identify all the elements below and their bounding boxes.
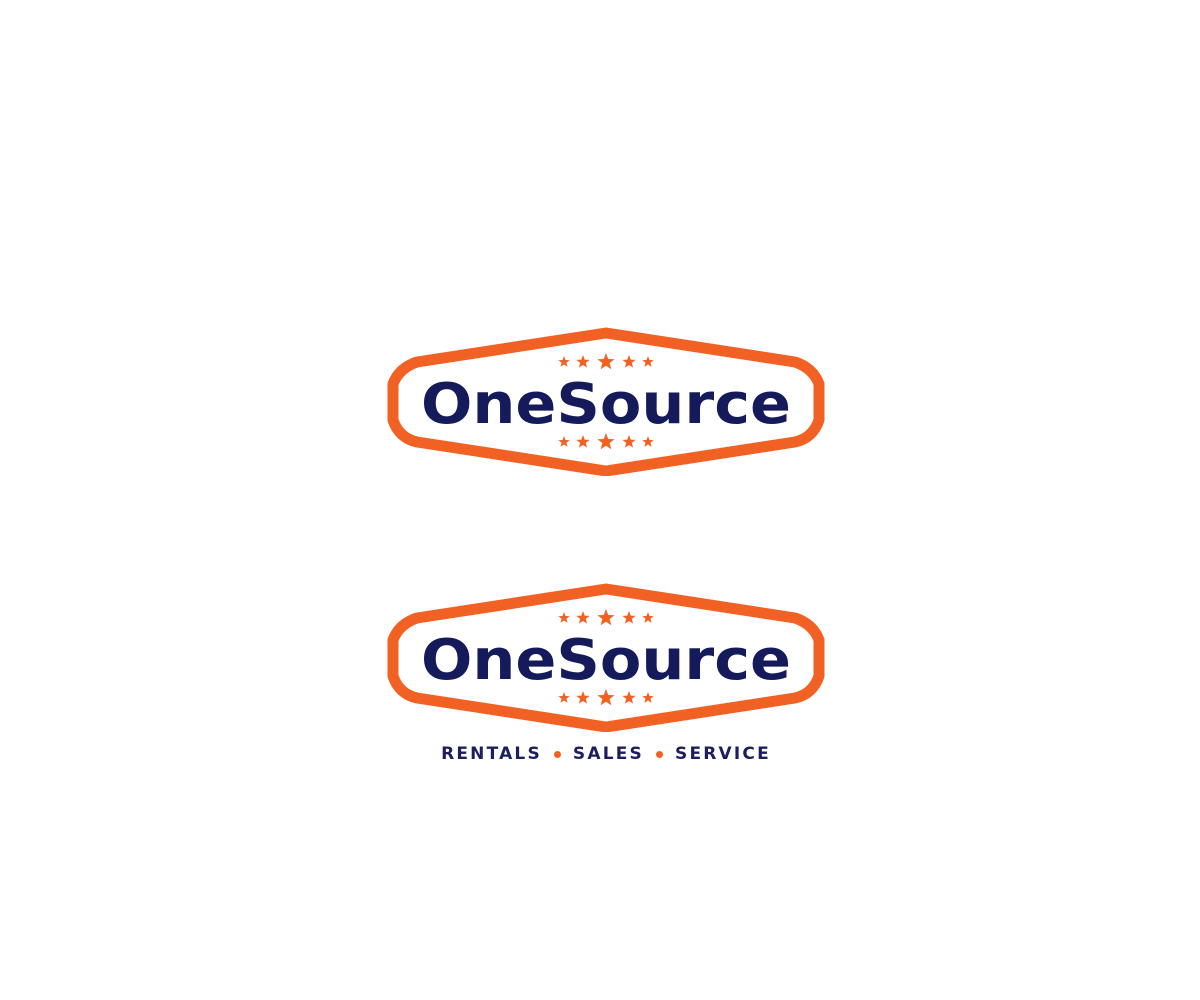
wordmark: OneSource	[421, 372, 791, 437]
star-icon	[642, 692, 654, 703]
star-icon	[597, 433, 615, 450]
star-icon	[642, 612, 654, 623]
tagline: RENTALS SALES SERVICE	[385, 743, 827, 765]
badge-outline	[387, 327, 825, 476]
star-icon	[576, 355, 590, 368]
star-icon	[576, 611, 590, 624]
star-icon	[622, 355, 636, 368]
star-icon	[642, 356, 654, 367]
star-icon	[558, 692, 570, 703]
logo-badge-with-tagline: OneSource	[385, 582, 827, 732]
stars-row-bottom	[558, 689, 654, 706]
star-icon	[642, 436, 654, 447]
stars-row-top	[558, 353, 654, 370]
star-icon	[558, 612, 570, 623]
star-icon	[622, 691, 636, 704]
star-icon	[558, 356, 570, 367]
star-icon	[597, 609, 615, 626]
badge-outline	[387, 583, 825, 732]
tagline-rentals: RENTALS	[441, 744, 542, 764]
tagline-service: SERVICE	[675, 744, 771, 764]
logo-badge-primary: OneSource	[385, 326, 827, 476]
star-icon	[622, 611, 636, 624]
wordmark: OneSource	[421, 628, 791, 693]
stars-row-bottom	[558, 433, 654, 450]
star-icon	[622, 435, 636, 448]
star-icon	[597, 353, 615, 370]
stars-row-top	[558, 609, 654, 626]
bullet-dot	[553, 750, 561, 758]
star-icon	[576, 691, 590, 704]
badge-svg: OneSource	[387, 583, 825, 732]
badge-svg: OneSource	[387, 327, 825, 476]
tagline-sales: SALES	[572, 744, 644, 764]
bullet-dot	[656, 750, 663, 758]
star-icon	[558, 436, 570, 447]
star-icon	[576, 435, 590, 448]
star-icon	[597, 689, 615, 706]
